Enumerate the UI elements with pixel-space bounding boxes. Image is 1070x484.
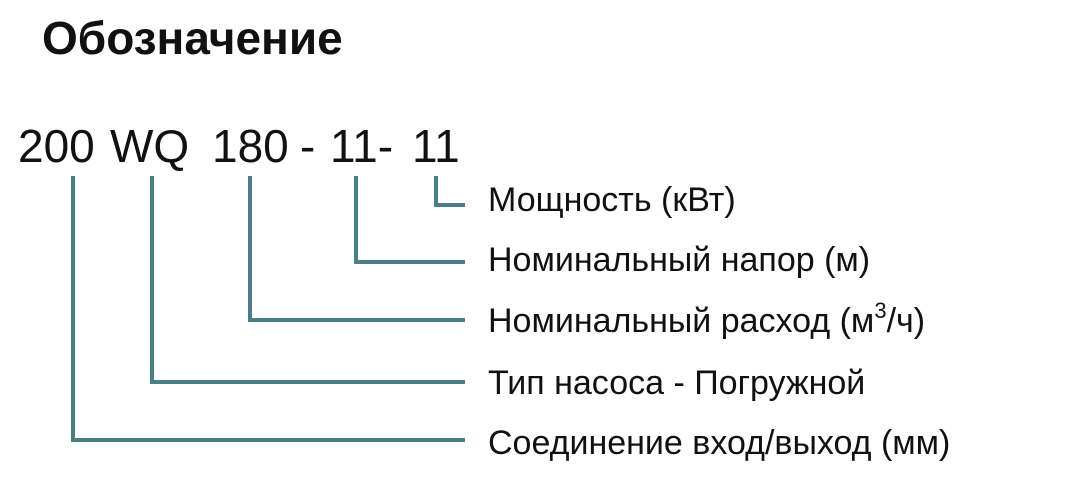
connector-flow [248, 176, 465, 322]
code-head: 11- [330, 120, 394, 172]
diagram-title: Обозначение [42, 12, 343, 64]
label-flow-superscript: 3 [874, 298, 887, 323]
code-connection-size: 200 [18, 120, 95, 172]
label-flow: Номинальный расход (м3/ч) [488, 298, 926, 341]
label-connection: Соединение вход/выход (мм) [488, 424, 951, 462]
connector-type [150, 176, 465, 384]
label-type: Тип насоса - Погружной [488, 364, 866, 402]
label-power: Мощность (кВт) [488, 181, 736, 219]
label-flow-prefix: Номинальный расход (м [488, 302, 875, 340]
connector-power [434, 176, 465, 207]
label-head: Номинальный напор (м) [488, 241, 871, 279]
code-power: 11 [412, 120, 460, 172]
code-pump-type: WQ [110, 120, 190, 172]
connector-connection [71, 176, 465, 442]
connector-head [354, 176, 465, 264]
label-flow-suffix: /ч) [886, 302, 926, 340]
code-flow-rate: 180 [212, 120, 289, 172]
code-separator: - [300, 120, 316, 172]
